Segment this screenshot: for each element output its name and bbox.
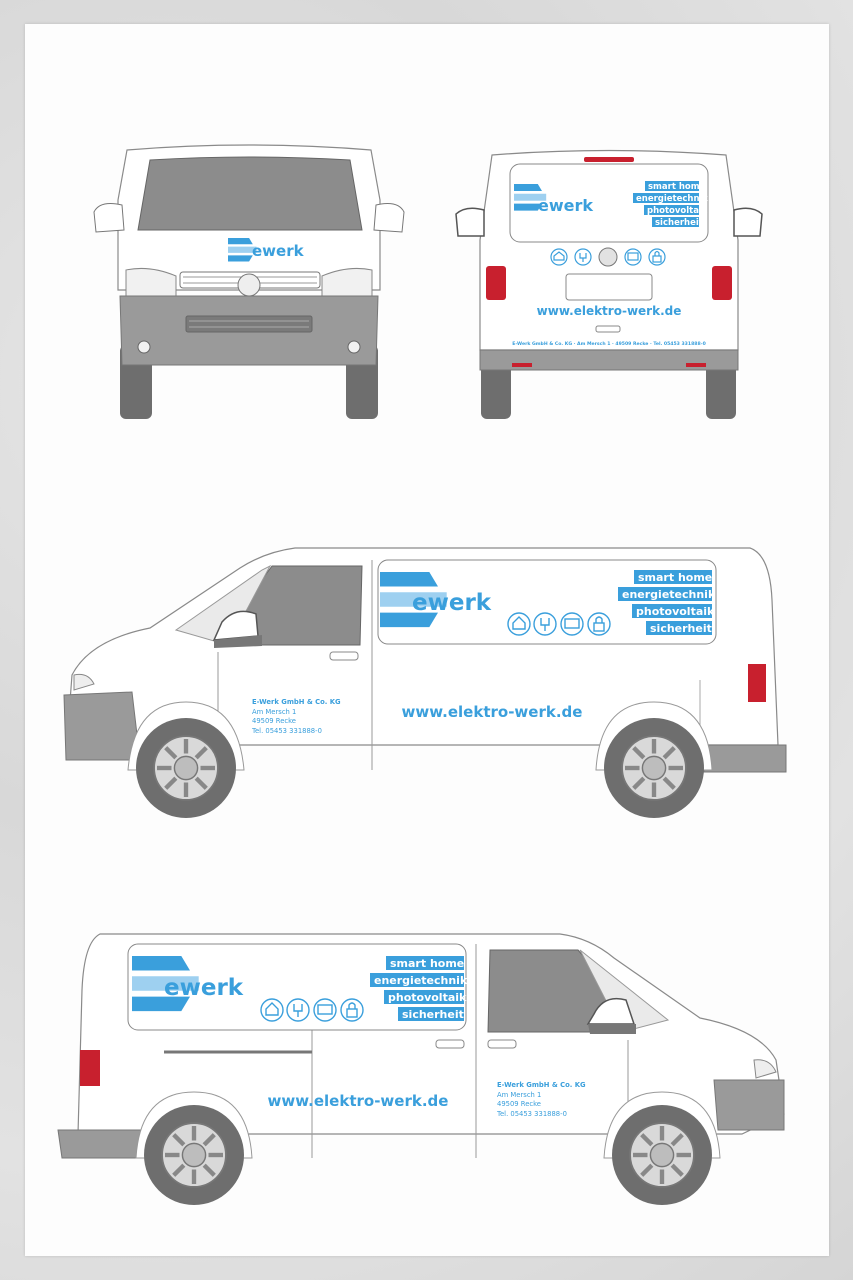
side2-logo-text: ewerk [164,975,244,1001]
side-service-smart-home: smart home [638,571,712,584]
front-windshield [137,156,363,231]
plug-icon [533,612,557,636]
rear-badge [598,247,618,267]
side-company-city: 49509 Recke [252,717,296,725]
side2-company-name: E-Werk GmbH & Co. KG [497,1081,586,1089]
rear-bumper [479,349,739,371]
house-icon [550,248,568,266]
side-rear-bumper [703,744,787,773]
side-service-sicherheit: sicherheit [650,622,712,635]
front-mirror-left [93,203,125,233]
lock-icon [648,248,666,266]
lock-icon [587,612,611,636]
van-front-view: ewerk [93,144,405,419]
rear-service-smart-home: smart home [648,182,706,192]
side-company-phone: Tel. 05453 331888-0 [251,727,322,735]
rear-website: www.elektro-werk.de [537,304,682,318]
side2-website: www.elektro-werk.de [268,1092,449,1110]
rear-logo-text: ewerk [538,196,593,215]
side-service-photovoltaik: photovoltaik [636,605,715,618]
side2-company-phone: Tel. 05453 331888-0 [496,1110,567,1118]
side2-service-icons [260,998,364,1022]
side-website: www.elektro-werk.de [402,703,583,721]
rear-service-icons [550,248,666,266]
side-company-name: E-Werk GmbH & Co. KG [252,698,341,706]
side2-service-photovoltaik: photovoltaik [388,991,467,1004]
van-side-view-driver: ewerk smart home energietechnik photovol… [63,547,787,818]
side-logo-text: ewerk [412,590,492,616]
side2-service-energietechnik: energietechnik [374,974,468,987]
side2-rear-bumper [57,1129,149,1159]
front-mirror-right [373,203,405,233]
van-rear-view: ewerk smart home energietechnik photovol… [455,149,763,419]
rear-address-line: E-Werk GmbH & Co. KG · Am Mersch 1 · 495… [512,341,706,347]
solar-panel-icon [560,612,584,636]
rear-mirror-left [455,207,485,237]
side2-taillight [80,1050,100,1086]
rear-service-energietechnik: energietechnik [636,194,708,204]
side-service-energietechnik: energietechnik [622,588,716,601]
solar-panel-icon [313,998,337,1022]
rear-brake-light [584,157,634,162]
house-icon [507,612,531,636]
solar-panel-icon [624,248,642,266]
side2-service-sicherheit: sicherheit [402,1008,464,1021]
side2-front-bumper [713,1079,785,1131]
side-cargo-window [377,559,717,645]
rear-service-sicherheit: sicherheit [655,218,703,228]
rear-service-photovoltaik: photovoltaik [647,206,708,216]
rear-mirror-right [733,207,763,237]
front-badge [237,273,261,297]
front-logo-text: ewerk [252,242,305,260]
side2-company-city: 49509 Recke [497,1100,541,1108]
rear-left-taillight [486,266,506,300]
side-service-icons [507,612,611,636]
rear-right-taillight [712,266,732,300]
side2-company-street: Am Mersch 1 [497,1091,541,1099]
side2-cargo-window [127,943,467,1031]
side-taillight [748,664,766,702]
house-icon [260,998,284,1022]
plug-icon [574,248,592,266]
lock-icon [340,998,364,1022]
van-side-view-passenger: ewerk smart home energietechnik photovol… [57,933,785,1205]
rear-license-plate-area [565,273,653,301]
side2-service-smart-home: smart home [390,957,464,970]
side-company-street: Am Mersch 1 [252,708,296,716]
plug-icon [286,998,310,1022]
side-front-bumper [63,691,141,761]
